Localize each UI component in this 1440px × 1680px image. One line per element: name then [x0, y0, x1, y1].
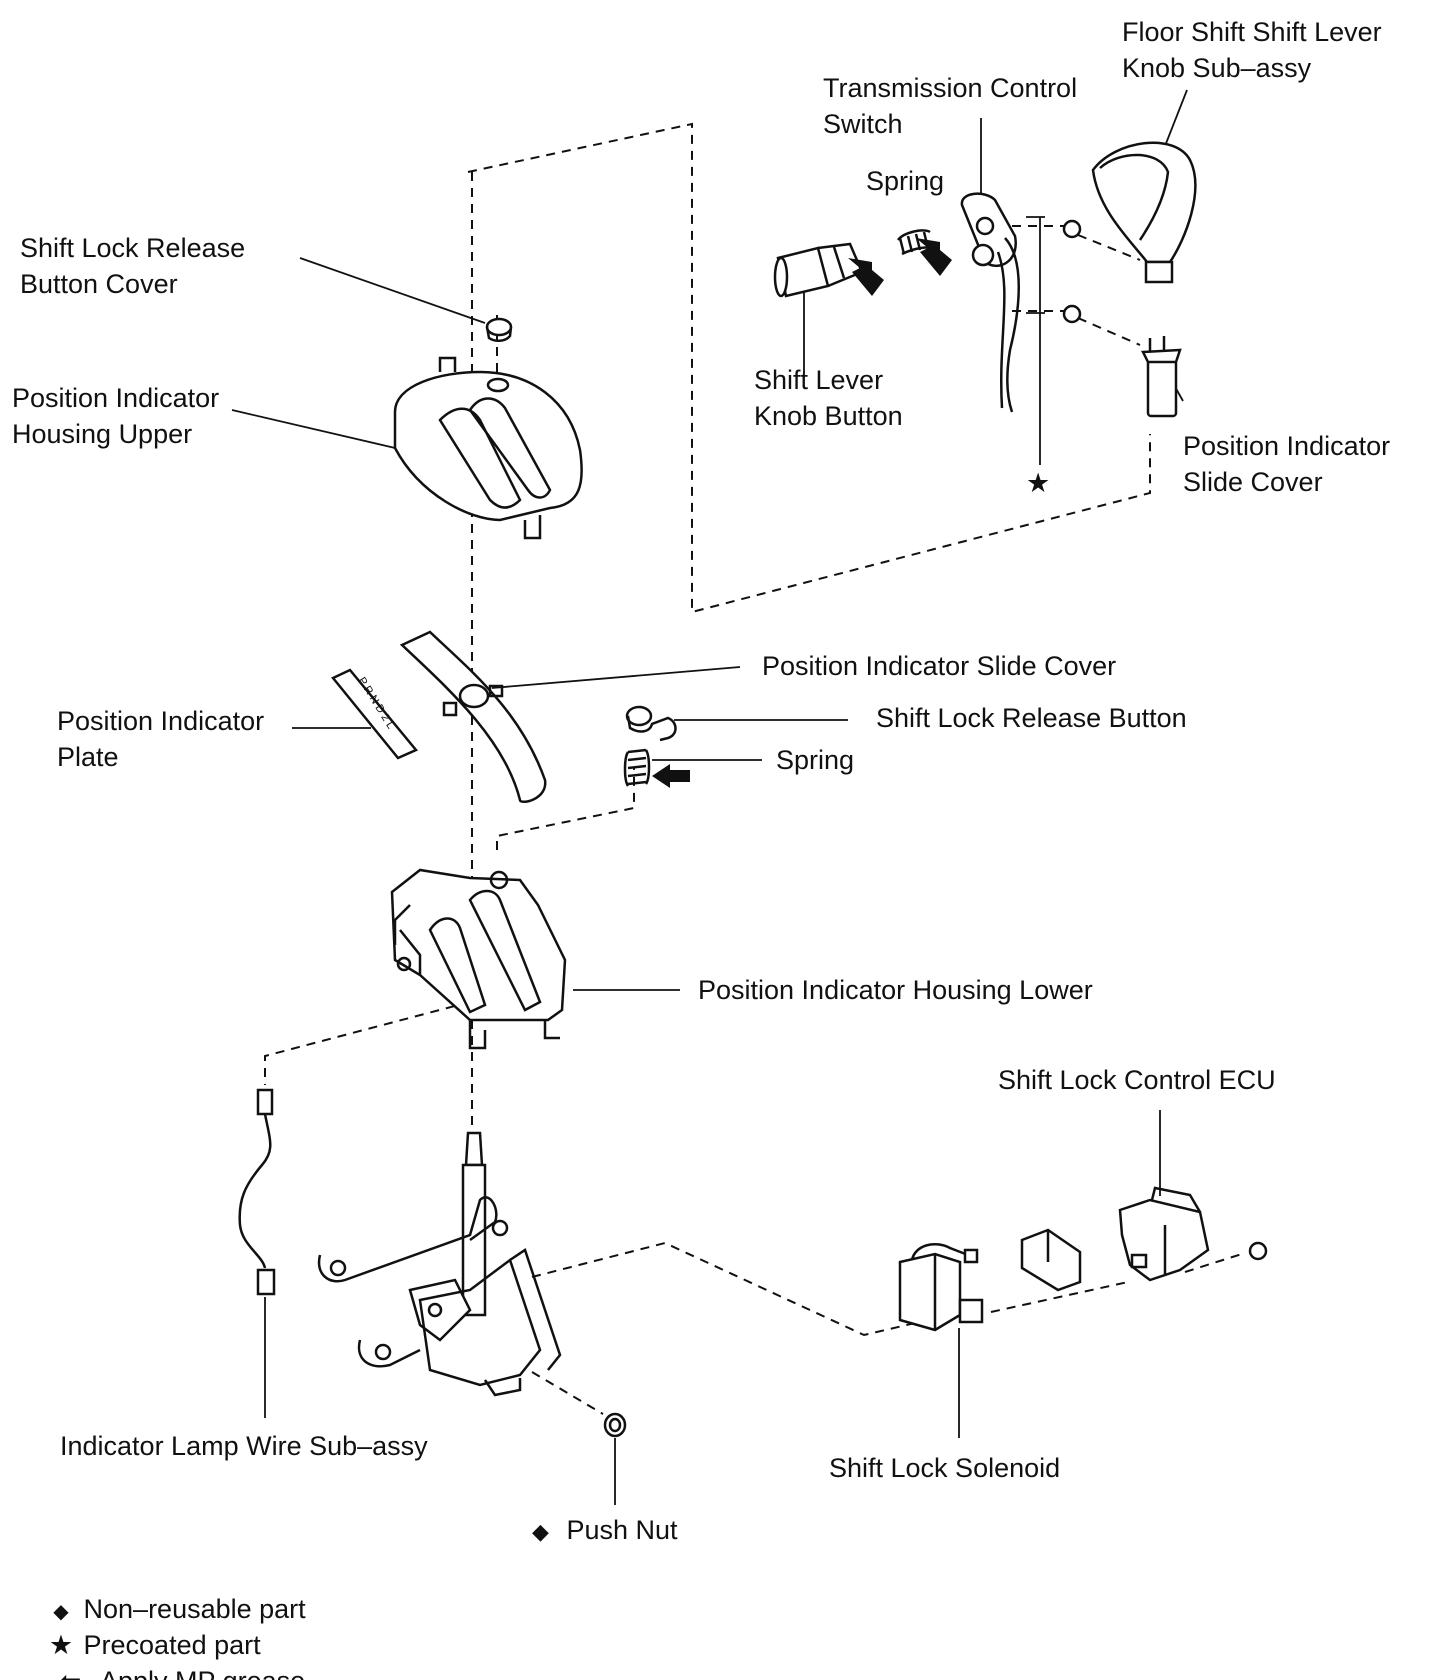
label-housing-upper: Position Indicator Housing Upper — [12, 383, 220, 449]
spring-mid-drawing — [623, 748, 651, 787]
label-push-nut: ◆ Push Nut — [532, 1515, 678, 1545]
grease-arrows — [652, 238, 952, 788]
slide-cover-right-drawing — [1141, 336, 1182, 418]
assembly-dashed-lines — [264, 122, 1246, 1415]
label-shift-lock-control-ecu: Shift Lock Control ECU — [998, 1065, 1276, 1095]
legend-item: ⬅ Apply MP grease — [46, 1666, 306, 1680]
grease-arrow-icon: ⬅ — [46, 1666, 94, 1680]
label-spring-mid: Spring — [776, 745, 855, 775]
precoated-star-icon: ★ — [1026, 468, 1051, 498]
legend-item: ◆ Non–reusable part — [46, 1594, 305, 1630]
label-transmission-control-switch: Transmission Control Switch — [823, 73, 1078, 139]
release-button-drawing — [625, 705, 677, 742]
label-indicator-lamp-wire: Indicator Lamp Wire Sub–assy — [60, 1431, 428, 1461]
bracket-drawing — [1020, 1228, 1082, 1292]
bolt-drawings — [1062, 219, 1268, 1261]
indicator-plate-drawing — [331, 668, 419, 760]
grease-arrow-icon — [848, 258, 884, 296]
leader-lines — [231, 89, 1188, 1505]
label-spring-top: Spring — [866, 166, 945, 196]
shift-lock-ecu-drawing — [1118, 1186, 1210, 1282]
label-slide-cover-right: Position Indicator Slide Cover — [1183, 431, 1391, 497]
lamp-wire-drawing — [238, 1088, 276, 1296]
housing-upper-drawing — [393, 356, 583, 540]
grease-arrow-icon — [916, 238, 952, 276]
label-position-indicator-plate: Position Indicator Plate — [57, 706, 265, 772]
shift-lever-drawing — [317, 1131, 562, 1397]
housing-lower-drawing — [390, 868, 567, 1050]
floor-shift-knob-drawing — [1091, 141, 1197, 284]
label-shift-lever-knob-button: Shift Lever Knob Button — [754, 365, 903, 431]
label-shift-lock-release-button-cover: Shift Lock Release Button Cover — [20, 233, 246, 299]
label-shift-lock-solenoid: Shift Lock Solenoid — [829, 1453, 1061, 1483]
legend-item: ★ Precoated part — [46, 1630, 306, 1666]
label-floor-shift-knob: Floor Shift Shift Lever Knob Sub–assy — [1122, 17, 1382, 83]
transmission-switch-drawing — [960, 192, 1020, 413]
label-shift-lock-release-button: Shift Lock Release Button — [876, 703, 1187, 733]
slide-cover-mid-drawing — [399, 630, 547, 804]
legend: ◆ Non–reusable part ★ Precoated part ⬅ A… — [46, 1594, 306, 1680]
non-reusable-diamond-icon: ◆ — [532, 1519, 549, 1544]
shift-lock-solenoid-drawing — [898, 1243, 984, 1332]
knob-button-drawing — [773, 242, 864, 298]
star-icon: ★ — [48, 1630, 74, 1660]
label-housing-lower: Position Indicator Housing Lower — [698, 975, 1093, 1005]
grease-arrow-icon — [652, 764, 690, 788]
release-button-cover-drawing — [485, 317, 513, 342]
push-nut-drawing — [603, 1412, 627, 1438]
diamond-icon: ◆ — [53, 1601, 69, 1623]
label-slide-cover-mid: Position Indicator Slide Cover — [762, 651, 1117, 681]
